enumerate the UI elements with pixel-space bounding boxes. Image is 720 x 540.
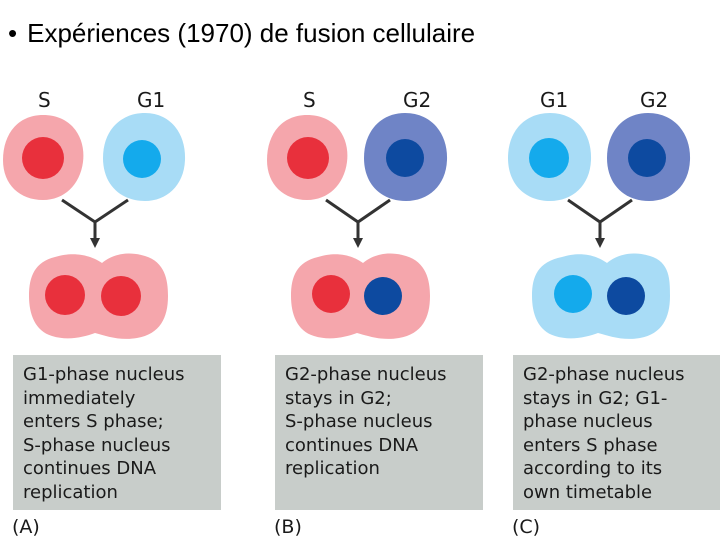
slide-title: • Expériences (1970) de fusion cellulaire bbox=[8, 18, 475, 49]
panel-c-fused-g1-nucleus bbox=[554, 275, 592, 313]
panel-a-caption-line: replication bbox=[23, 481, 118, 503]
title-text: Expériences (1970) de fusion cellulaire bbox=[27, 18, 476, 48]
panel-c-caption-line: phase nucleus bbox=[523, 411, 653, 432]
panel-a-caption-line: S-phase nucleus bbox=[23, 434, 171, 456]
panel-c-left-nucleus bbox=[529, 138, 569, 178]
panel-b-fused-s-nucleus bbox=[312, 275, 350, 313]
panel-c-fused-g2-nucleus bbox=[607, 277, 645, 315]
panel-a-fused-cell bbox=[29, 253, 168, 339]
panel-c-left-label: G1 bbox=[540, 88, 568, 112]
panel-c-letter: (C) bbox=[512, 516, 541, 538]
panel-b-caption-line: replication bbox=[285, 458, 380, 479]
panel-b-caption-box: G2-phase nucleus stays in G2; S-phase nu… bbox=[275, 355, 483, 510]
panel-a-caption-line: G1-phase nucleus bbox=[23, 364, 185, 385]
panel-c-caption-line: own timetable bbox=[523, 481, 653, 503]
title-bullet: • bbox=[8, 18, 18, 48]
panel-a-diagram: S G1 bbox=[3, 88, 186, 339]
panel-a-letter: (A) bbox=[12, 516, 40, 538]
panel-c-caption-line: enters S phase bbox=[523, 434, 658, 456]
panel-b-caption-line: continues DNA bbox=[285, 434, 419, 456]
panel-a-arrowhead bbox=[90, 238, 100, 248]
panel-a-fusion-arrow bbox=[61, 198, 129, 240]
panel-a-left-nucleus bbox=[22, 137, 64, 179]
panel-a-left-label: S bbox=[38, 88, 51, 112]
panel-b-left-label: S bbox=[303, 88, 316, 112]
panel-a-right-label: G1 bbox=[137, 88, 165, 112]
panel-c-caption-line: according to its bbox=[523, 458, 663, 479]
panel-b-fused-cell bbox=[291, 253, 430, 339]
panel-a-caption-line: continues DNA bbox=[23, 458, 157, 479]
panel-c-fusion-arrow bbox=[567, 198, 633, 240]
panel-a-caption-line: enters S phase; bbox=[23, 411, 164, 432]
panel-a-right-nucleus bbox=[123, 140, 161, 178]
panel-b-fused-g2-nucleus bbox=[364, 277, 402, 315]
panel-c-right-label: G2 bbox=[640, 88, 668, 112]
panel-a-caption-line: immediately bbox=[23, 387, 136, 409]
panel-b-arrowhead bbox=[353, 238, 363, 248]
panel-c-caption-box: G2-phase nucleus stays in G2; G1- phase … bbox=[513, 355, 720, 510]
panel-b-letter: (B) bbox=[274, 516, 302, 538]
panel-a-caption-box: G1-phase nucleus immediately enters S ph… bbox=[13, 355, 221, 510]
panel-c-fused-cell bbox=[532, 253, 670, 339]
panel-c-right-nucleus bbox=[628, 139, 666, 177]
panel-b-caption-line: stays in G2; bbox=[285, 387, 392, 409]
panel-b-fusion-arrow bbox=[325, 198, 391, 240]
panel-b-caption-line: S-phase nucleus bbox=[285, 411, 433, 432]
panel-b-right-nucleus bbox=[386, 139, 424, 177]
panel-a-fused-s-nucleus bbox=[45, 275, 85, 315]
panel-b-right-label: G2 bbox=[403, 88, 431, 112]
panel-c-diagram: G1 G2 bbox=[508, 88, 691, 339]
panel-b-caption-line: G2-phase nucleus bbox=[285, 364, 447, 385]
panel-b-left-nucleus bbox=[287, 137, 329, 179]
panel-c-caption-line: stays in G2; G1- bbox=[523, 387, 668, 409]
panel-b-diagram: S G2 bbox=[267, 88, 448, 339]
panel-c-caption-line: G2-phase nucleus bbox=[523, 364, 685, 385]
panel-c-arrowhead bbox=[595, 238, 605, 248]
panel-a-fused-g1-nucleus bbox=[101, 276, 141, 316]
